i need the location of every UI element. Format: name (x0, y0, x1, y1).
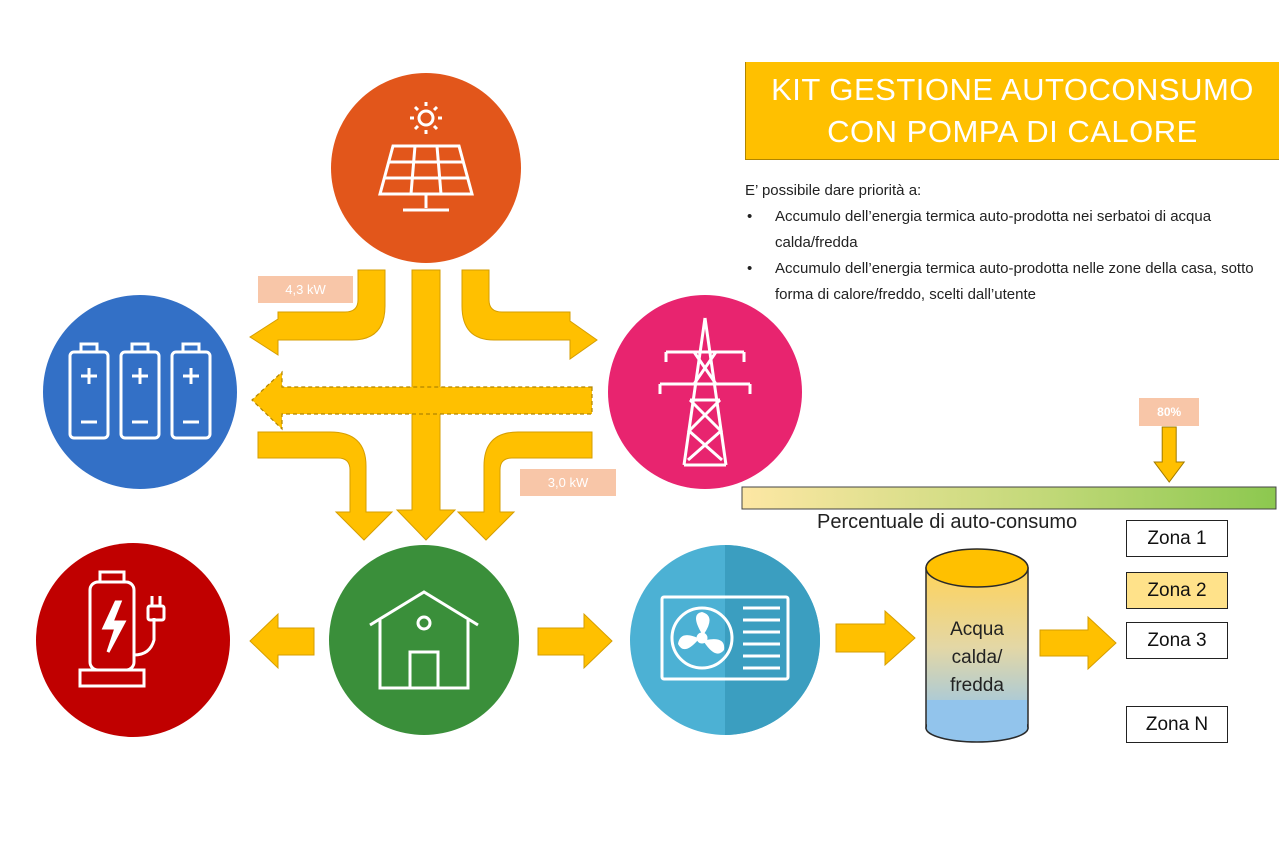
arrow-heatpump-to-tank (835, 609, 916, 667)
zone-n-button[interactable]: Zona N (1126, 706, 1228, 743)
ev-charger-node (36, 543, 230, 737)
zone-3-button[interactable]: Zona 3 (1126, 622, 1228, 659)
tank-label-line-3: fredda (950, 675, 1004, 696)
arrow-house-to-ev (249, 612, 315, 670)
arrow-battery-to-house (257, 431, 394, 541)
self-consumption-value-badge: 80% (1139, 398, 1200, 426)
self-consumption-marker-arrow (1153, 426, 1186, 483)
battery-icon (68, 342, 212, 440)
tank-label: Acqua calda/ fredda (926, 616, 1028, 700)
fan-unit-icon (660, 595, 790, 681)
description-intro: E’ possibile dare priorità a: (745, 182, 922, 199)
house-node (329, 545, 519, 735)
tank-label-line-1: Acqua (950, 619, 1004, 640)
arrow-solar-to-grid (461, 269, 598, 360)
arrow-tank-to-zones (1039, 615, 1117, 671)
kw-badge-solar-battery: 4,3 kW (258, 276, 353, 303)
solar-node (331, 73, 521, 263)
title-banner: KIT GESTIONE AUTOCONSUMO CON POMPA DI CA… (745, 62, 1279, 160)
description-bullet: Accumulo dell’energia termica auto-prodo… (745, 256, 1265, 308)
description-list: Accumulo dell’energia termica auto-prodo… (745, 204, 1265, 308)
heat-pump-node (630, 545, 820, 735)
self-consumption-bar (741, 486, 1277, 510)
title-line-2: CON POMPA DI CALORE (827, 113, 1198, 149)
grid-node (608, 295, 802, 489)
description: E’ possibile dare priorità a: Accumulo d… (745, 178, 1265, 308)
description-bullet: Accumulo dell’energia termica auto-prodo… (745, 204, 1265, 256)
ev-charger-icon (78, 570, 166, 688)
kw-badge-house: 3,0 kW (520, 469, 616, 496)
arrow-grid-to-house (456, 431, 593, 541)
house-icon (369, 590, 479, 690)
self-consumption-label: Percentuale di auto-consumo (817, 511, 1078, 533)
power-tower-icon (658, 317, 752, 467)
solar-panel-icon (378, 102, 474, 212)
water-tank (925, 548, 1029, 743)
arrow-house-to-heatpump (537, 612, 613, 670)
zone-1-button[interactable]: Zona 1 (1126, 520, 1228, 557)
zone-2-button[interactable]: Zona 2 (1126, 572, 1228, 609)
battery-node (43, 295, 237, 489)
title-line-1: KIT GESTIONE AUTOCONSUMO (771, 71, 1254, 107)
arrow-grid-to-battery (251, 370, 593, 431)
tank-label-line-2: calda/ (951, 647, 1003, 668)
arrow-solar-to-battery (249, 269, 386, 356)
